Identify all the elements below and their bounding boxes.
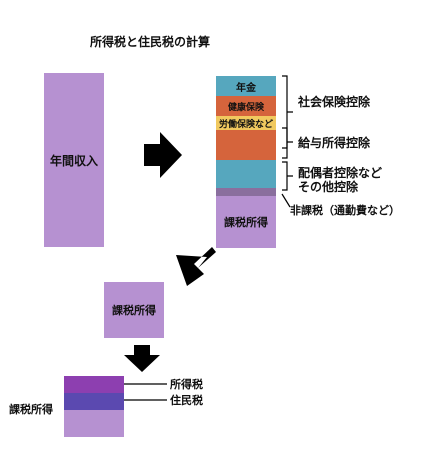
resident-tax-segment <box>64 393 124 410</box>
spouse-deduction-label-1: 配偶者控除など <box>298 166 383 180</box>
non-taxable-label: 非課税（通勤費など） <box>290 204 400 217</box>
bottom-taxable-label: 課税所得 <box>9 403 53 416</box>
annual-income-label: 年間収入 <box>49 153 98 168</box>
resident-tax-label: 住民税 <box>170 394 203 407</box>
pension-segment: 年金 <box>216 76 276 96</box>
spouse-deduction-label-2: その他控除 <box>298 180 359 194</box>
non-taxable-segment <box>216 188 276 196</box>
brackets <box>281 75 293 208</box>
pension-label: 年金 <box>236 82 256 94</box>
income-tax-label: 所得税 <box>170 378 203 391</box>
middle-taxable-label: 課税所得 <box>112 304 156 317</box>
health-label-1: 健康保険 <box>227 102 264 113</box>
taxable-label: 課税所得 <box>224 216 268 229</box>
middle-taxable-box: 課税所得 <box>104 282 164 338</box>
income-tax-segment <box>64 376 124 393</box>
bottom-remaining-segment <box>64 410 124 437</box>
health-label-2: 労働保険など <box>218 119 273 130</box>
labor-insurance-segment: 労働保険など <box>216 116 276 130</box>
spouse-deduction-segment <box>216 160 276 188</box>
salary-deduction-label: 給与所得控除 <box>298 136 371 150</box>
down-arrow-icon <box>124 345 160 372</box>
diagonal-arrow-icon <box>176 247 216 286</box>
salary-deduction-segment <box>216 130 276 160</box>
taxable-income-segment: 課税所得 <box>216 196 276 248</box>
right-arrow-icon <box>144 132 182 178</box>
health-insurance-segment: 健康保険 <box>216 96 276 116</box>
diagram-title: 所得税と住民税の計算 <box>89 35 210 49</box>
social-insurance-label: 社会保険控除 <box>298 95 371 109</box>
annual-income-box: 年間収入 <box>44 73 104 247</box>
